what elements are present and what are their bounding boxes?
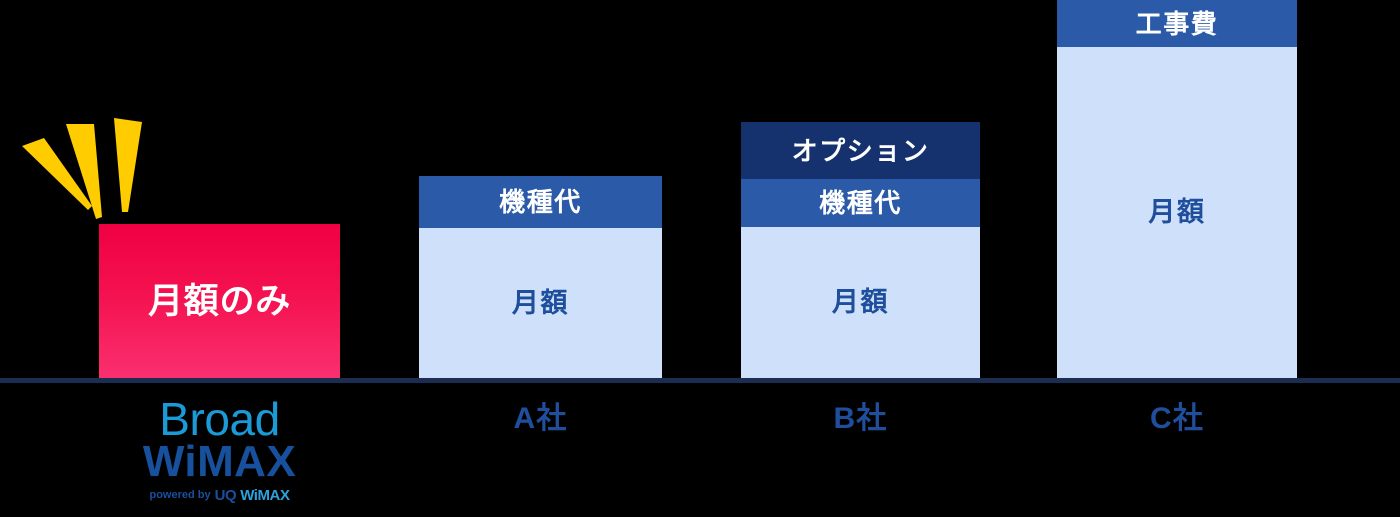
category-label-company-c: C社	[1149, 402, 1205, 435]
brand-powered-by-text: powered by	[149, 489, 211, 501]
bar-segment-label-broad-wimax-highlight: 月額のみ	[148, 281, 291, 321]
brand-carrier-uq: UQ	[214, 487, 237, 504]
bar-segment-label-company-c-construction: 工事費	[1135, 8, 1219, 39]
bar-segment-company-b-option: オプション	[741, 122, 980, 179]
ray-right-icon	[114, 118, 142, 212]
brand-logo-broad: Broad	[159, 393, 280, 445]
bar-segment-label-company-b-option: オプション	[791, 135, 930, 166]
brand-logo-wimax: WiMAX	[142, 437, 297, 486]
bar-segment-company-c-monthly: 月額	[1057, 47, 1297, 378]
bar-segment-label-company-a-device: 機種代	[499, 187, 582, 217]
bar-segment-broad-wimax-highlight: 月額のみ	[99, 224, 340, 378]
bar-segment-company-a-device: 機種代	[419, 176, 662, 228]
bar-segment-label-company-b-monthly: 月額	[831, 287, 890, 317]
category-label-company-b: B社	[833, 402, 888, 435]
ray-left-icon	[22, 138, 92, 210]
ray-middle-icon	[66, 124, 102, 219]
bar-segment-label-company-c-monthly: 月額	[1148, 197, 1206, 227]
brand-carrier-wimax: WiMAX	[240, 487, 290, 504]
bar-column-broad-wimax: 月額のみ	[99, 224, 340, 378]
category-label-company-a: A社	[513, 402, 568, 435]
brand-logo: Broad WiMAX powered by UQ WiMAX	[99, 396, 340, 503]
emphasis-rays-icon	[22, 118, 142, 219]
bar-segment-label-company-a-monthly: 月額	[511, 287, 570, 318]
brand-logo-powered-by-row: powered by UQ WiMAX	[99, 488, 340, 503]
bar-segment-label-company-b-device: 機種代	[819, 188, 902, 218]
bar-segment-company-a-monthly: 月額	[419, 228, 662, 378]
bar-column-company-b: オプション機種代月額	[741, 122, 980, 378]
axis-baseline	[0, 378, 1400, 383]
bar-column-company-a: 機種代月額	[419, 176, 662, 378]
bar-segment-company-c-construction: 工事費	[1057, 0, 1297, 47]
bar-segment-company-b-monthly: 月額	[741, 227, 980, 378]
bar-segment-company-b-device: 機種代	[741, 179, 980, 227]
bar-column-company-c: 工事費月額	[1057, 0, 1297, 378]
